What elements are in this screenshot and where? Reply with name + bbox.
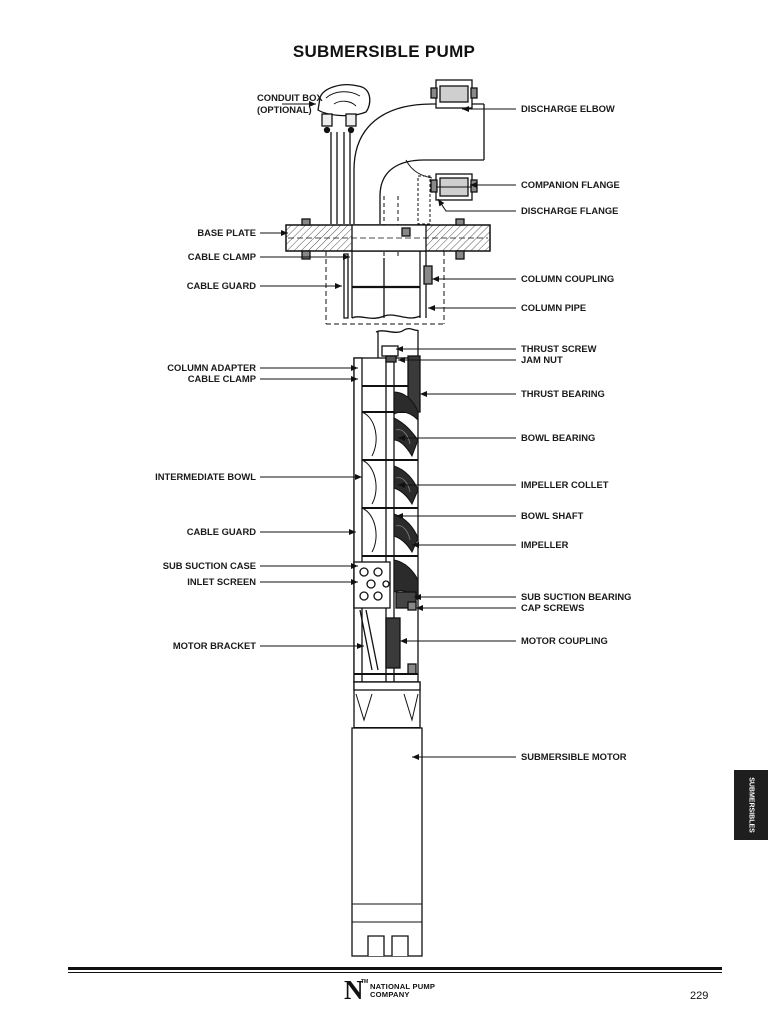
logo-name-line2: COMPANY: [370, 990, 410, 999]
label-conduit-box: CONDUIT BOX: [257, 92, 323, 103]
label-thrust-bearing: THRUST BEARING: [521, 388, 605, 399]
impeller-vanes: [395, 429, 411, 541]
label-discharge-elbow: DISCHARGE ELBOW: [521, 103, 615, 114]
label-discharge-flange: DISCHARGE FLANGE: [521, 205, 618, 216]
elbow-top-flange: [430, 79, 478, 109]
inlet-screen: [353, 561, 391, 609]
motor-head: [353, 681, 421, 729]
companion-flange: [430, 173, 478, 201]
label-column-coupling: COLUMN COUPLING: [521, 273, 614, 284]
label-sub-suction-bearing: SUB SUCTION BEARING: [521, 591, 631, 602]
label-conduit-box-optional: (OPTIONAL): [257, 104, 312, 115]
label-cap-screws: CAP SCREWS: [521, 602, 584, 613]
logo-letter: N: [344, 975, 364, 1005]
motor-coupling-block: [385, 617, 401, 669]
page-title: SUBMERSIBLE PUMP: [292, 42, 476, 61]
label-impeller: IMPELLER: [521, 539, 569, 550]
label-column-adapter: COLUMN ADAPTER: [167, 362, 256, 373]
conduit-pipe: [330, 132, 351, 224]
label-cable-guard-top: CABLE GUARD: [187, 280, 256, 291]
label-base-plate: BASE PLATE: [197, 227, 256, 238]
label-submersible-motor: SUBMERSIBLE MOTOR: [521, 751, 627, 762]
label-cable-clamp-lower: CABLE CLAMP: [188, 373, 256, 384]
footer-rule-thick: [68, 967, 722, 970]
page-number: 229: [690, 990, 709, 1002]
cap-screw: [407, 601, 417, 611]
motor-bracket: [359, 609, 417, 675]
label-intermediate-bowl: INTERMEDIATE BOWL: [155, 471, 256, 482]
well-casing-top: [325, 251, 445, 325]
label-jam-nut: JAM NUT: [521, 354, 563, 365]
label-column-pipe: COLUMN PIPE: [521, 302, 586, 313]
label-thrust-screw: THRUST SCREW: [521, 343, 597, 354]
conduit-box: [317, 84, 371, 134]
label-bowl-shaft: BOWL SHAFT: [521, 510, 584, 521]
label-sub-suction-case: SUB SUCTION CASE: [163, 560, 256, 571]
footer-rule-thin: [68, 972, 722, 973]
label-motor-bracket: MOTOR BRACKET: [173, 640, 256, 651]
discharge-elbow: [353, 103, 485, 225]
label-cable-guard-lower: CABLE GUARD: [187, 526, 256, 537]
column-pipe-lower: [377, 330, 419, 358]
label-inlet-screen: INLET SCREEN: [187, 576, 256, 587]
company-logo: N TM NATIONAL PUMP COMPANY: [344, 975, 454, 1005]
thrust-screw: [381, 345, 399, 357]
base-plate: [285, 218, 491, 260]
label-motor-coupling: MOTOR COUPLING: [521, 635, 608, 646]
label-cable-clamp-top: CABLE CLAMP: [188, 251, 256, 262]
logo-trademark: TM: [361, 979, 369, 985]
label-impeller-collet: IMPELLER COLLET: [521, 479, 609, 490]
section-tab-label: SUBMERSIBLES: [747, 777, 755, 833]
leader-lines: [260, 101, 516, 760]
submersible-motor: [351, 727, 423, 957]
logo-name-line1: NATIONAL PUMP: [370, 982, 436, 991]
section-tab: SUBMERSIBLES: [734, 770, 768, 840]
jam-nut: [385, 355, 397, 363]
label-companion-flange: COMPANION FLANGE: [521, 179, 620, 190]
break-line: [375, 327, 419, 333]
column-pipe-upper: [343, 251, 433, 319]
label-bowl-bearing: BOWL BEARING: [521, 432, 595, 443]
